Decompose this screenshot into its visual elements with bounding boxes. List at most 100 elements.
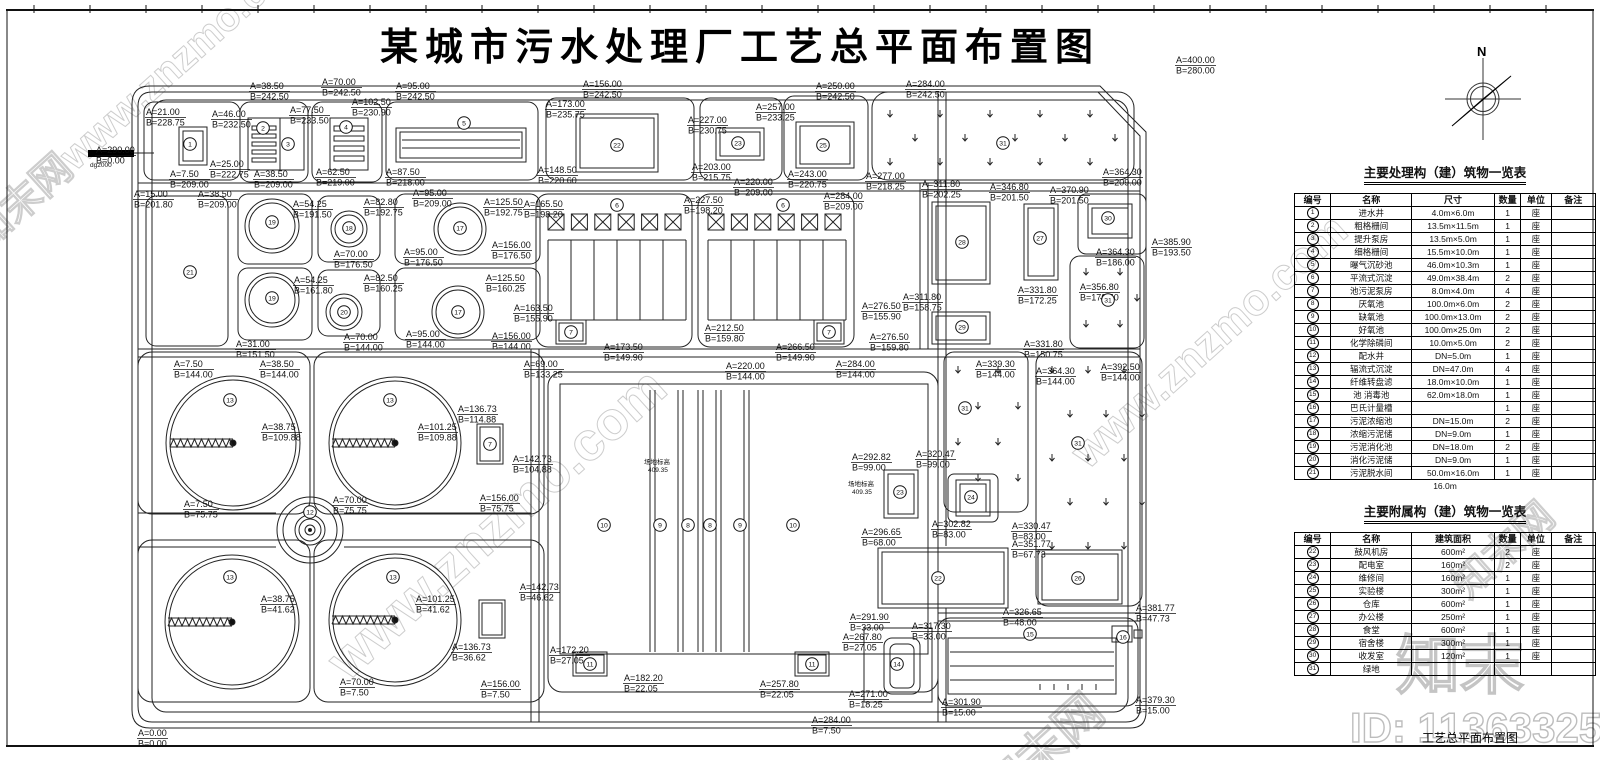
svg-text:B=47.73: B=47.73 [1136,614,1170,624]
svg-text:B=235.75: B=235.75 [546,110,585,120]
svg-text:A=70.00: A=70.00 [322,77,356,87]
svg-text:21: 21 [186,269,194,276]
svg-text:B=160.25: B=160.25 [364,284,403,294]
svg-text:A=326.65: A=326.65 [1003,607,1042,617]
svg-text:8: 8 [686,522,690,529]
dim-label: A=301.90B=15.00 [941,697,982,718]
svg-text:A=284.00: A=284.00 [824,191,863,201]
dim-label: A=46.00B=232.50 [211,109,252,130]
svg-text:B=198.20: B=198.20 [524,210,563,220]
dim-label: A=212.50B=159.80 [704,323,745,344]
svg-text:A=38.75: A=38.75 [261,594,295,604]
svg-text:B=33.00: B=33.00 [850,623,884,633]
dim-label: A=381.77B=47.73 [1135,603,1176,624]
inlet-pipe-arrow [88,150,154,157]
svg-text:A=0.00: A=0.00 [138,728,167,738]
svg-text:B=144.00: B=144.00 [726,372,765,382]
svg-text:B=144.00: B=144.00 [406,340,445,350]
svg-text:A=292.82: A=292.82 [852,452,891,462]
svg-text:A=82.80: A=82.80 [364,197,398,207]
dim-label: A=148.50B=220.60 [537,165,578,186]
svg-text:B=114.88: B=114.88 [458,415,496,425]
dim-label: A=15.00B=201.80 [133,189,174,210]
asset-id-text: ID: 1136332560 [1350,704,1600,751]
svg-text:B=15.00: B=15.00 [942,708,976,718]
svg-text:6: 6 [615,202,619,209]
svg-text:B=186.00: B=186.00 [1096,258,1135,268]
svg-text:B=149.90: B=149.90 [604,353,643,363]
row-number-badge: 9 [1306,311,1319,323]
dim-label: A=331.80B=150.75 [1023,339,1064,360]
structure-marker: 24 [964,490,978,504]
svg-text:A=364.30: A=364.30 [1036,366,1075,376]
svg-text:B=159.80: B=159.80 [705,334,744,344]
structure-marker: 11 [583,657,597,671]
column-header: 名称 [1330,532,1413,546]
svg-text:A=125.50: A=125.50 [486,273,525,283]
svg-text:14: 14 [893,661,901,668]
structure-marker: 8 [681,518,695,532]
svg-text:B=198.20: B=198.20 [684,206,723,216]
svg-text:B=144.00: B=144.00 [260,370,299,380]
svg-text:A=148.50: A=148.50 [538,165,577,175]
structure-marker: 6 [610,198,624,212]
svg-text:A=330.47: A=330.47 [1012,521,1051,531]
svg-text:B=109.88: B=109.88 [262,433,301,443]
dim-label: A=82.50B=160.25 [363,273,404,294]
dim-label: A=38.50B=242.50 [249,81,290,102]
svg-text:A=21.00: A=21.00 [146,107,180,117]
dim-label: A=70.00B=242.50 [321,77,362,98]
dim-label: A=291.90B=33.00 [849,612,890,633]
row-number-badge: 21 [1306,467,1319,479]
svg-text:B=144.00: B=144.00 [174,370,213,380]
svg-text:B=144.00: B=144.00 [344,343,383,353]
dim-label: A=125.50B=160.25 [485,273,526,294]
svg-text:B=27.05: B=27.05 [550,656,584,666]
row-number-badge: 2 [1306,220,1319,232]
structure-marker: 9 [733,518,747,532]
svg-text:B=242.50: B=242.50 [816,92,855,102]
svg-text:B=161.80: B=161.80 [294,286,333,296]
north-compass: N [1445,44,1521,140]
structure-marker: 7 [822,325,836,339]
svg-text:A=95.00: A=95.00 [406,329,440,339]
structure-marker: 26 [1071,571,1085,585]
structure-marker: 7 [564,325,578,339]
dim-label: A=7.50B=209.00 [169,169,210,190]
svg-text:A=95.00: A=95.00 [404,247,438,257]
dim-label: A=182.20B=22.05 [623,673,664,694]
svg-text:13: 13 [226,574,234,581]
structure-marker: 17 [451,305,465,319]
svg-text:B=218.25: B=218.25 [866,182,905,192]
svg-text:B=176.50: B=176.50 [492,251,531,261]
svg-text:A=370.90: A=370.90 [1050,185,1089,195]
dim-label: A=172.20B=27.05 [549,645,590,666]
row-number-badge: 4 [1306,246,1319,258]
dim-label: A=364.30B=209.00 [1102,167,1143,188]
dimension-labels: A=38.50B=242.50A=70.00B=242.50A=95.00B=2… [95,55,1216,749]
row-number-badge: 27 [1306,611,1319,623]
dim-label: A=346.80B=201.50 [989,182,1030,203]
svg-text:6: 6 [781,202,785,209]
svg-text:B=209.00: B=209.00 [824,202,863,212]
svg-text:A=257.80: A=257.80 [760,679,799,689]
structure-marker: 10 [786,518,800,532]
dim-label: A=25.00B=222.75 [209,159,250,180]
dim-label: A=370.90B=201.50 [1049,185,1090,206]
svg-text:A=38.75: A=38.75 [262,422,296,432]
svg-text:B=15.00: B=15.00 [1136,706,1170,716]
svg-text:10: 10 [789,522,797,529]
dim-label: A=7.50B=75.75 [183,499,219,520]
svg-text:13: 13 [389,574,397,581]
svg-text:A=156.00: A=156.00 [492,240,531,250]
svg-text:B=144.00: B=144.00 [976,370,1015,380]
svg-text:23: 23 [896,489,904,496]
svg-text:B=242.50: B=242.50 [396,92,435,102]
dim-label: A=311.80B=202.25 [921,179,962,200]
svg-text:A=70.00: A=70.00 [333,495,367,505]
